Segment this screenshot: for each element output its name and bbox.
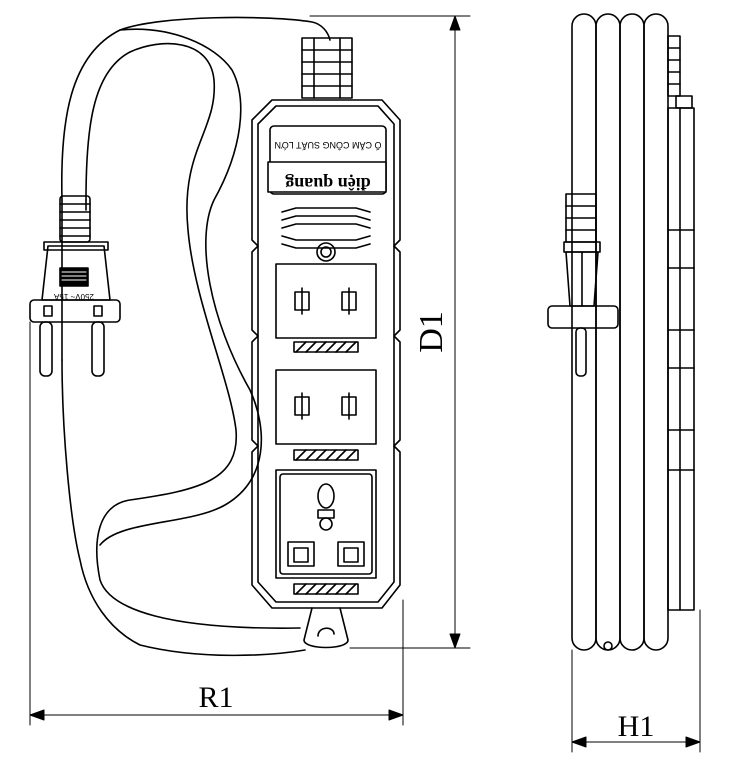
power-strip-front bbox=[251, 37, 401, 649]
coil-side-view bbox=[547, 13, 695, 651]
plug-front bbox=[29, 195, 121, 377]
power-cable bbox=[60, 16, 331, 657]
strip-label-top: Ổ CẮM CÔNG SUẤT LỚN bbox=[274, 140, 381, 151]
dimension-lines bbox=[29, 15, 701, 753]
dimension-h1-label: H1 bbox=[618, 710, 655, 743]
dimension-r1-label: R1 bbox=[198, 681, 233, 714]
strip-brand: điện quang bbox=[285, 174, 371, 194]
dimension-d1-label: D1 bbox=[413, 311, 450, 353]
plug-rating-text: 250V~ 15A bbox=[53, 292, 93, 301]
